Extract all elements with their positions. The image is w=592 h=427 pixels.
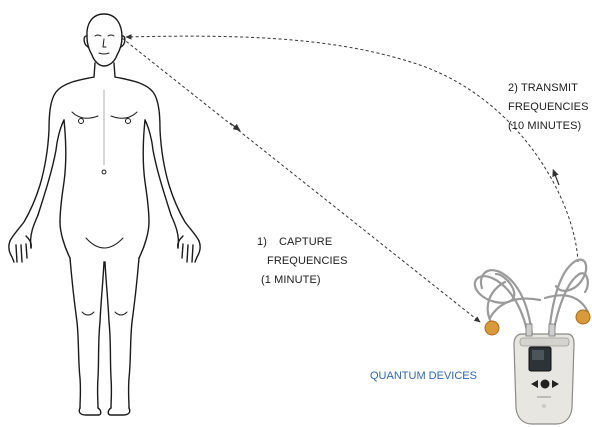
- right-leg: [129, 258, 139, 408]
- capture-step-line2: FREQUENCIES: [257, 252, 348, 271]
- transmit-arrow: [126, 36, 578, 262]
- quantum-device: [475, 260, 590, 424]
- capture-step-line1: 1)CAPTURE: [257, 233, 348, 252]
- left-leg: [70, 258, 80, 408]
- capture-step-title: CAPTURE: [279, 236, 332, 248]
- transmit-step-line1: 2) TRANSMIT: [508, 79, 589, 98]
- right-hand: [178, 236, 200, 262]
- capture-step-duration: (1 MINUTE): [257, 271, 348, 290]
- transmit-step-line2: FREQUENCIES: [508, 98, 589, 117]
- electrode-left: [485, 321, 499, 335]
- capture-step-number: 1): [257, 233, 279, 252]
- device-label: QUANTUM DEVICES: [370, 370, 477, 382]
- head-outline: [87, 14, 122, 66]
- human-figure: [9, 14, 200, 415]
- torso-outline: [10, 77, 94, 241]
- capture-step-label: 1)CAPTURE FREQUENCIES (1 MINUTE): [257, 233, 348, 290]
- right-foot: [108, 408, 130, 415]
- left-hand: [9, 236, 31, 262]
- circle-button-icon: [541, 380, 550, 389]
- electrode-right: [576, 310, 590, 324]
- transmit-step-label: 2) TRANSMIT FREQUENCIES (10 MINUTES): [508, 79, 589, 136]
- left-foot: [79, 408, 101, 415]
- transmit-step-duration: (10 MINUTES): [508, 117, 589, 136]
